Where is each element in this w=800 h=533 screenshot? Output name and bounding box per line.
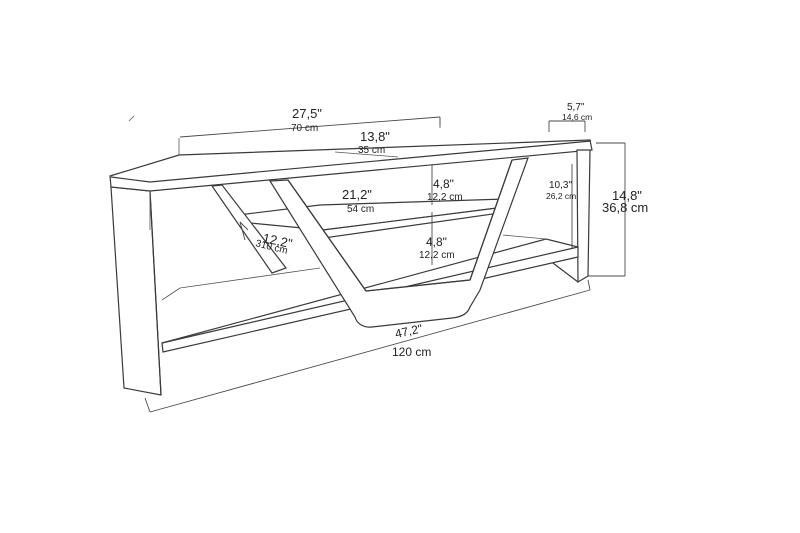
inner-height-inch: 10,3" xyxy=(549,180,572,191)
top-width-cm: 35 cm xyxy=(358,145,385,156)
right-side-panel xyxy=(576,149,591,284)
dimension-lines xyxy=(144,116,626,413)
side-width-cm: 14,6 cm xyxy=(562,112,592,122)
depth-top-inch: 27,5" xyxy=(292,106,322,121)
inner-width-inch: 21,2" xyxy=(342,187,372,202)
total-width-inch: 47,2" xyxy=(394,321,424,340)
inner-height-cm: 26,2 cm xyxy=(546,191,576,201)
slanted-inner-panel xyxy=(210,184,287,274)
top-width-inch: 13,8" xyxy=(360,129,390,144)
left-side-panel xyxy=(110,186,162,396)
depth-top-cm: 70 cm xyxy=(291,123,318,134)
total-height-cm: 36,8 cm xyxy=(602,200,648,215)
upper-gap-inch: 4,8" xyxy=(433,177,454,191)
v-shaped-frame xyxy=(268,157,529,328)
tv-stand-outline xyxy=(109,118,593,396)
total-height-inch: 14,8" xyxy=(612,188,642,203)
drawer-depth-inch: 12,2" xyxy=(261,230,294,251)
side-width-inch: 5,7" xyxy=(567,102,585,113)
stray-mark xyxy=(128,115,135,122)
inner-width-cm: 54 cm xyxy=(347,204,374,215)
total-width-cm: 120 cm xyxy=(392,345,431,359)
lower-gap-inch: 4,8" xyxy=(426,235,447,249)
upper-gap-cm: 12,2 cm xyxy=(427,192,463,203)
lower-gap-cm: 12,2 cm xyxy=(419,250,455,261)
